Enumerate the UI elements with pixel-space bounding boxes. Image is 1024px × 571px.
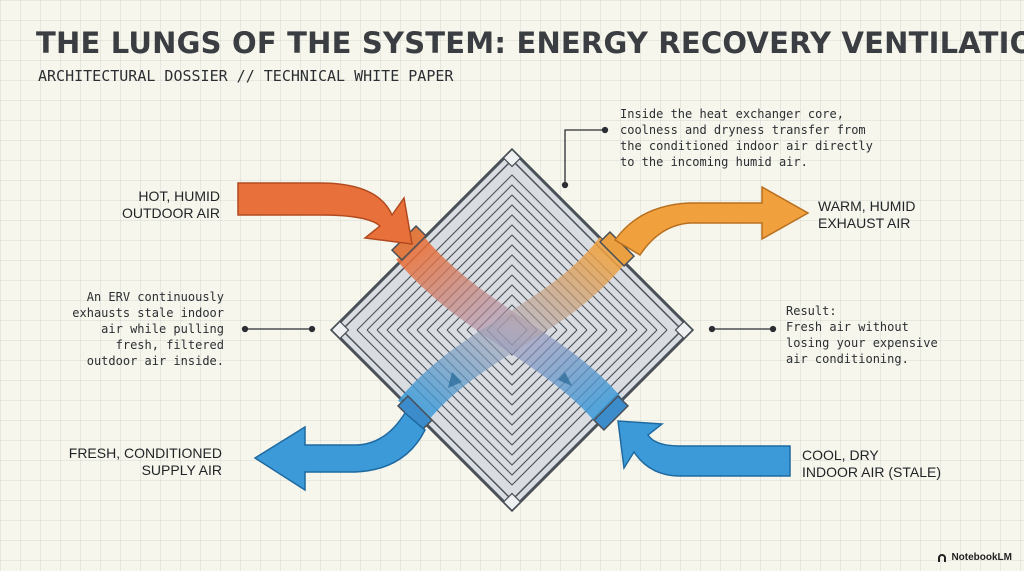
airstream-through-core — [396, 236, 629, 424]
core-fin-line — [366, 329, 658, 476]
core-note-leader — [564, 129, 605, 185]
core-fin-line — [356, 329, 668, 486]
core-note: Inside the heat exchanger core, coolness… — [620, 107, 873, 169]
hot-outdoor-air-arrow — [237, 182, 413, 245]
hot-outdoor-air-label: HOT, HUMID OUTDOOR AIR — [121, 188, 220, 221]
left-note: An ERV continuously exhausts stale indoo… — [72, 290, 224, 368]
brand-watermark: NotebookLM — [937, 552, 1012, 563]
core-fin-line — [356, 174, 668, 331]
leader-lines — [241, 126, 777, 333]
notebooklm-logo-icon — [938, 553, 947, 562]
right-note: Result: Fresh air without losing your ex… — [786, 304, 938, 366]
warm-exhaust-air-label: WARM, HUMID EXHAUST AIR — [818, 198, 916, 231]
warm-exhaust-air-arrow — [613, 185, 810, 257]
page-title: THE LUNGS OF THE SYSTEM: ENERGY RECOVERY… — [36, 26, 1024, 60]
cool-indoor-air-label: COOL, DRY INDOOR AIR (STALE) — [802, 447, 941, 480]
brand-name: NotebookLM — [951, 552, 1012, 563]
fresh-supply-air-label: FRESH, CONDITIONED SUPPLY AIR — [68, 445, 222, 478]
page-subtitle: ARCHITECTURAL DOSSIER // TECHNICAL WHITE… — [38, 67, 454, 85]
cool-indoor-air-arrow — [617, 420, 791, 477]
fresh-supply-air-arrow — [253, 411, 426, 492]
